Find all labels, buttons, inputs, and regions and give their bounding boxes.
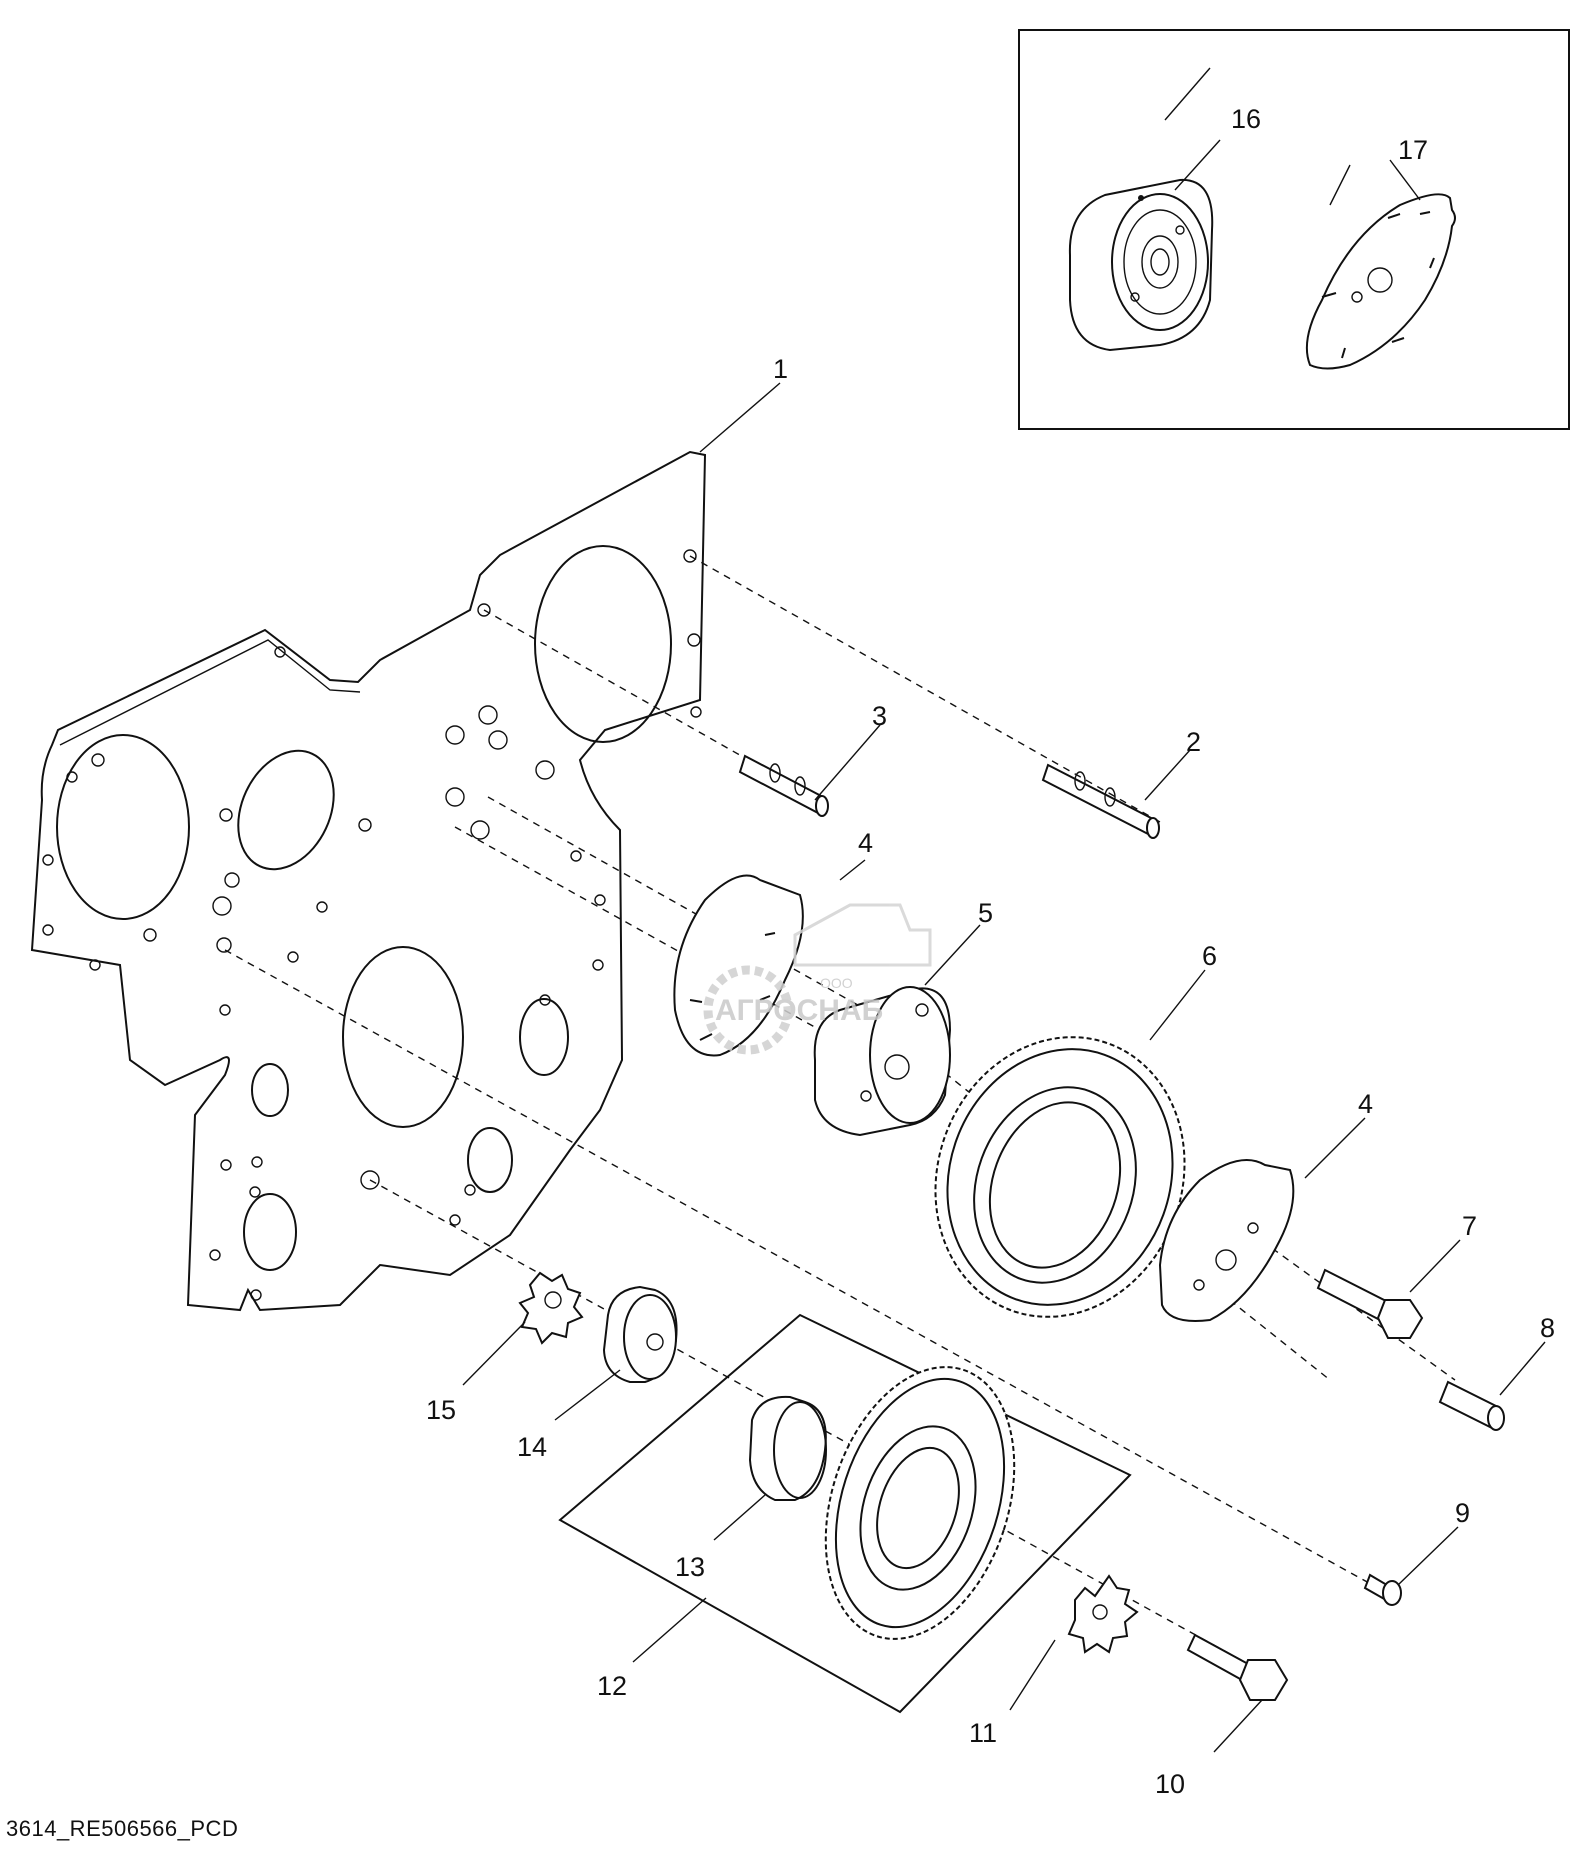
part-14-bushing xyxy=(602,1285,678,1383)
part-15-lock-plate xyxy=(518,1271,584,1345)
part-6-idler-gear xyxy=(934,1036,1186,1318)
callout-7: 7 xyxy=(1462,1211,1477,1241)
part-11-lock-plate xyxy=(1067,1574,1139,1654)
part-5-spacer xyxy=(813,986,952,1137)
part-2-shaft xyxy=(1041,763,1160,839)
watermark: ООО АГРОСНАБ xyxy=(703,903,932,1055)
part-17-plate xyxy=(1305,193,1456,370)
callouts: 1 2 3 4 5 6 4 7 8 9 10 11 12 13 14 15 16… xyxy=(426,104,1555,1799)
part-9-plug xyxy=(1363,1573,1402,1606)
callout-10: 10 xyxy=(1155,1769,1185,1799)
callout-8: 8 xyxy=(1540,1313,1555,1343)
callout-15: 15 xyxy=(426,1395,456,1425)
callout-17: 17 xyxy=(1398,135,1428,165)
part-16-damper xyxy=(1068,178,1214,352)
kit-box-12 xyxy=(558,1313,1132,1714)
part-3-shaft xyxy=(738,754,829,817)
part-4-lower-washer xyxy=(1158,1159,1295,1322)
callout-1: 1 xyxy=(773,354,788,384)
part-1-front-plate xyxy=(30,450,707,1312)
callout-4-upper: 4 xyxy=(858,828,873,858)
callout-2: 2 xyxy=(1186,727,1201,757)
part-12-gear xyxy=(824,1366,1016,1640)
callout-6: 6 xyxy=(1202,941,1217,971)
inset-box xyxy=(1018,29,1570,430)
part-10-bolt xyxy=(1186,1633,1289,1701)
leader-lines xyxy=(462,67,1546,1753)
part-13-ring xyxy=(748,1395,827,1501)
callout-9: 9 xyxy=(1455,1498,1470,1528)
callout-13: 13 xyxy=(675,1552,705,1582)
callout-14: 14 xyxy=(517,1432,547,1462)
callout-16: 16 xyxy=(1231,104,1261,134)
callout-11: 11 xyxy=(969,1718,997,1748)
callout-5: 5 xyxy=(978,898,993,928)
callout-12: 12 xyxy=(597,1671,627,1701)
callout-3: 3 xyxy=(872,701,887,731)
part-7-bolt xyxy=(1316,1268,1424,1339)
part-8-dowel xyxy=(1438,1380,1505,1431)
diagram-caption: 3614_RE506566_PCD xyxy=(6,1816,239,1841)
watermark-prefix: ООО xyxy=(820,975,853,991)
watermark-name: АГРОСНАБ xyxy=(715,994,883,1027)
callout-4-lower: 4 xyxy=(1358,1089,1373,1119)
